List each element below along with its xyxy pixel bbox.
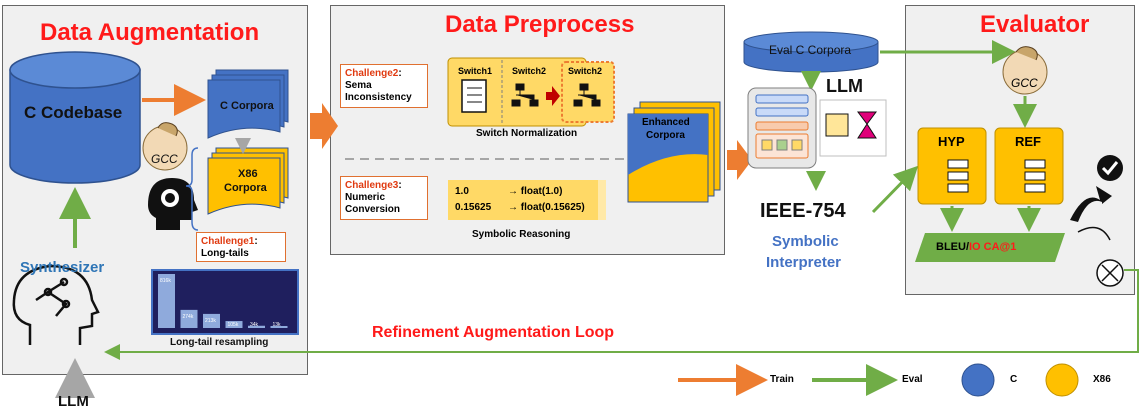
curve-up-arrow (1070, 186, 1112, 222)
longtail-bar-label: 13k (273, 322, 282, 328)
longtail-bar (180, 309, 198, 328)
num1: 1.0 (455, 186, 469, 197)
longtail-bar (158, 274, 175, 328)
enhanced-corpora-label: Corpora (646, 130, 685, 141)
longtail-bars: 816k 274k 213k 105k 34k 13k (158, 274, 288, 328)
switch-normalization-caption: Switch Normalization (476, 128, 578, 139)
challenge2-title: Challenge2 (345, 68, 399, 79)
longtail-bar-label: 274k (183, 314, 194, 320)
enhanced-label: Enhanced (642, 117, 690, 128)
challenge1-box: Challenge1: Long-tails (196, 232, 286, 262)
switch1-label: Switch1 (458, 66, 493, 76)
llm-transformer-graphic (747, 87, 887, 169)
longtail-caption: Long-tail resampling (170, 337, 269, 348)
longtail-bar (248, 325, 265, 328)
ref-label: REF (1015, 134, 1041, 149)
longtail-bar-label: 816k (160, 278, 171, 284)
c-codebase-cylinder (9, 51, 141, 184)
gcc-icon (142, 122, 188, 171)
challenge1-desc: Long-tails (201, 248, 249, 259)
eval-c-corpora-cylinder (743, 31, 879, 73)
c-corpora-label: C Corpora (220, 100, 274, 112)
switch2-label-a: Switch2 (512, 66, 547, 76)
data-augmentation-title: Data Augmentation (40, 19, 260, 46)
longtail-bar (225, 321, 243, 328)
enhanced-corpora-docs (627, 101, 721, 203)
num2: 0.15625 (455, 202, 492, 213)
longtail-bar-label: 213k (205, 318, 216, 324)
gcc-label: GCC (151, 152, 178, 166)
legend-train-label: Train (770, 374, 794, 385)
challenge3-title: Challenge3 (345, 180, 399, 191)
brace (185, 147, 199, 231)
interpreter-label: Interpreter (766, 254, 842, 271)
c-corpora-docs (207, 69, 289, 139)
evaluator-gcc-icon (1002, 46, 1048, 95)
legend-c-circle (961, 363, 995, 397)
symbolic-reasoning-box (448, 180, 598, 220)
legend-c-label: C (1010, 374, 1018, 385)
longtail-chart-bg (151, 269, 299, 335)
ieee-label: IEEE-754 (760, 200, 846, 222)
legend-x86-circle (1045, 363, 1079, 397)
brain-head-icon (148, 178, 198, 230)
aug-to-preprocess-arrow (310, 103, 338, 149)
num1-out: → float(1.0) (508, 186, 563, 197)
synthesizer-head-icon (12, 264, 100, 345)
refinement-loop-arrow (104, 269, 1139, 360)
longtail-bar-label: 105k (228, 322, 239, 328)
longtail-bar (203, 313, 220, 328)
data-preprocess-title: Data Preprocess (445, 11, 635, 38)
legend-x86-label: X86 (1093, 374, 1111, 385)
evaluator-gcc-label: GCC (1011, 76, 1038, 90)
llm-label: LLM (826, 76, 863, 96)
interpreter-to-hyp-arrow (871, 165, 919, 214)
challenge3-box: Challenge3: Numeric Conversion (340, 176, 428, 220)
eval-c-corpora-label: Eval C Corpora (769, 43, 852, 57)
ref-card (994, 127, 1064, 205)
x86-label: X86 (238, 168, 258, 180)
check-icon (1097, 155, 1123, 181)
metric-io: IO CA@1 (969, 241, 1017, 253)
preprocess-to-llm-arrow (727, 140, 752, 180)
x86-corpora-docs (207, 147, 289, 215)
challenge1-title: Challenge1 (201, 236, 255, 247)
hyp-label: HYP (938, 134, 965, 149)
switch2-label-b: Switch2 (568, 66, 603, 76)
metric-label: BLEU/IO CA@1 (936, 241, 1016, 253)
llm-bottom-label: LLM (58, 393, 89, 410)
legend-eval-label: Eval (902, 374, 923, 385)
hyp-card (917, 127, 987, 205)
challenge2-box: Challenge2: Sema Inconsistency (340, 64, 428, 108)
synthesizer-label: Synthesizer (20, 259, 105, 276)
codebase-label: C Codebase (24, 103, 123, 122)
symbolic-label: Symbolic (772, 233, 839, 250)
symbolic-reasoning-caption: Symbolic Reasoning (472, 229, 571, 240)
switch-normalization-graphic (447, 57, 615, 127)
metric-bleu: BLEU/ (936, 241, 969, 253)
metric-banner (915, 233, 1065, 262)
refinement-loop-label: Refinement Augmentation Loop (372, 324, 615, 341)
longtail-bar (270, 326, 288, 328)
longtail-bar-label: 34k (250, 322, 259, 328)
x86-corpora-label: Corpora (224, 182, 267, 194)
num2-out: → float(0.15625) (508, 202, 585, 213)
evaluator-title: Evaluator (980, 11, 1090, 38)
